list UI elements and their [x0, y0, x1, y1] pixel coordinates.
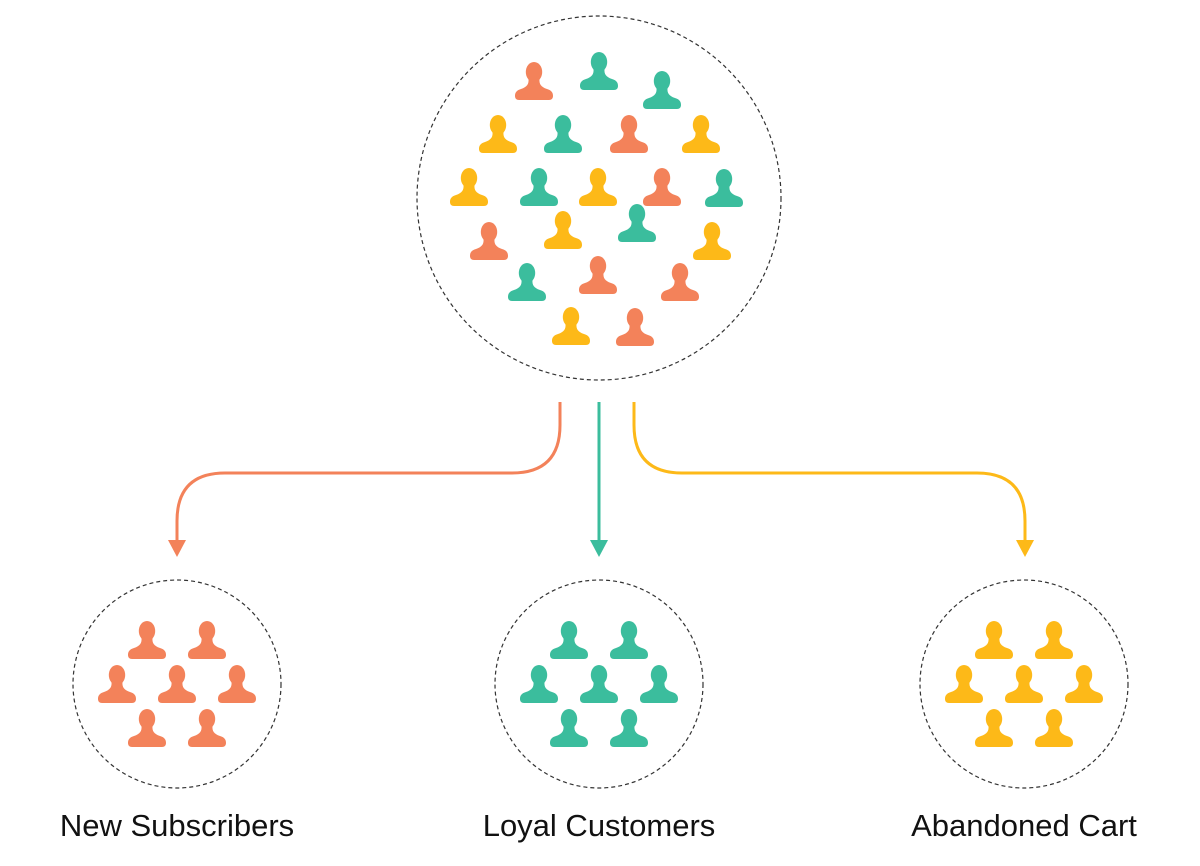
person-icon: [470, 222, 508, 260]
segment-people: [98, 621, 1103, 747]
person-icon: [550, 621, 588, 659]
person-icon: [610, 709, 648, 747]
person-icon: [188, 621, 226, 659]
person-icon: [682, 115, 720, 153]
person-icon: [158, 665, 196, 703]
person-icon: [579, 256, 617, 294]
person-icon: [128, 709, 166, 747]
person-icon: [544, 211, 582, 249]
person-icon: [975, 621, 1013, 659]
person-icon: [618, 204, 656, 242]
person-icon: [661, 263, 699, 301]
source-group-people: [450, 52, 743, 346]
segment-circle-loyal-customers: [494, 579, 704, 789]
arrow-abandoned-cart: [632, 402, 1034, 557]
person-icon: [544, 115, 582, 153]
arrow-loyal-customers: [590, 402, 608, 557]
person-icon: [643, 71, 681, 109]
person-icon: [550, 709, 588, 747]
person-icon: [515, 62, 553, 100]
person-icon: [945, 665, 983, 703]
segment-circle-new-subscribers: [72, 579, 282, 789]
person-icon: [643, 168, 681, 206]
person-icon: [479, 115, 517, 153]
person-icon: [610, 621, 648, 659]
segment-label-loyal-customers: Loyal Customers: [482, 808, 716, 843]
person-icon: [580, 665, 618, 703]
segment-label-new-subscribers: New Subscribers: [59, 808, 295, 843]
person-icon: [508, 263, 546, 301]
person-icon: [552, 307, 590, 345]
person-icon: [580, 52, 618, 90]
person-icon: [616, 308, 654, 346]
person-icon: [450, 168, 488, 206]
person-icon: [693, 222, 731, 260]
person-icon: [1035, 709, 1073, 747]
person-icon: [705, 169, 743, 207]
segment-label-abandoned-cart: Abandoned Cart: [911, 808, 1137, 843]
person-icon: [188, 709, 226, 747]
person-icon: [1005, 665, 1043, 703]
person-icon: [610, 115, 648, 153]
person-icon: [975, 709, 1013, 747]
person-icon: [520, 168, 558, 206]
person-icon: [98, 665, 136, 703]
segment-circle-abandoned-cart: [919, 579, 1129, 789]
source-group-circle: [416, 15, 782, 381]
person-icon: [520, 665, 558, 703]
person-icon: [640, 665, 678, 703]
person-icon: [1035, 621, 1073, 659]
person-icon: [218, 665, 256, 703]
person-icon: [1065, 665, 1103, 703]
person-icon: [579, 168, 617, 206]
arrow-new-subscribers: [168, 402, 562, 557]
person-icon: [128, 621, 166, 659]
